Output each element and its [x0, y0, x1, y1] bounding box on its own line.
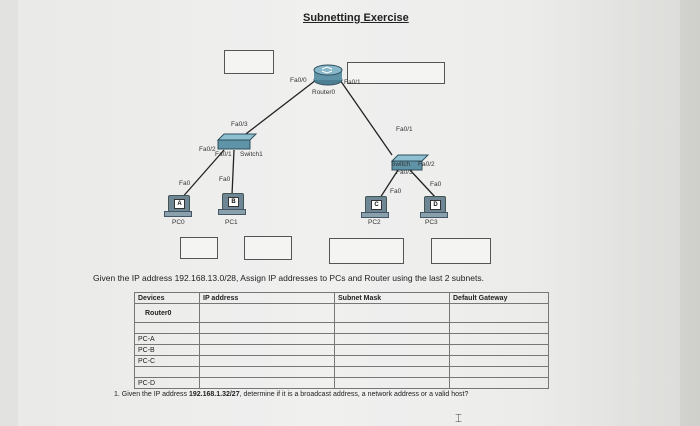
pc2-letter: C	[371, 200, 382, 210]
pc2-base	[361, 212, 389, 218]
table-header-subnet-mask: Subnet Mask	[334, 292, 450, 304]
table-cell[interactable]	[449, 322, 549, 334]
switch2-port-b-label: Fa0/3	[396, 169, 413, 176]
table-cell	[134, 322, 200, 334]
switch-right-icon[interactable]	[390, 154, 430, 171]
link-router-switch2	[339, 79, 393, 156]
pc0-base	[164, 211, 192, 217]
question-text: Given the IP address 192.168.13.0/28, As…	[93, 273, 484, 283]
table-cell[interactable]	[449, 377, 549, 389]
table-cell[interactable]	[449, 366, 549, 378]
table-cell[interactable]	[449, 355, 549, 367]
pc0-port-label: Fa0	[179, 180, 191, 187]
switch1-port-a-label: Fa0/2	[199, 146, 216, 153]
answer-box-pc1[interactable]	[244, 236, 292, 260]
answer-box-pc3[interactable]	[431, 238, 491, 264]
router-name-label: Router0	[312, 89, 336, 96]
table-header-row: Devices IP address Subnet Mask Default G…	[134, 292, 549, 304]
pc3-port-label: Fa0	[430, 181, 442, 188]
router-port-left-label: Fa0/0	[290, 77, 307, 84]
table-cell[interactable]	[449, 344, 549, 356]
table-row: PC-A	[134, 333, 549, 345]
table-cell[interactable]	[199, 333, 335, 345]
ip-address-table: Devices IP address Subnet Mask Default G…	[134, 292, 549, 389]
switch2-port-up-label: Fa0/1	[396, 126, 413, 133]
answer-box-router-right[interactable]	[347, 62, 445, 84]
table-row: PC-B	[134, 344, 549, 356]
pc3-base	[420, 212, 448, 218]
table-cell	[134, 366, 200, 378]
router-icon[interactable]	[313, 64, 343, 86]
page-title: Subnetting Exercise	[303, 12, 409, 24]
table-cell: PC-A	[134, 333, 200, 345]
table-cell[interactable]	[334, 366, 450, 378]
table-cell: PC-C	[134, 355, 200, 367]
link-switch2-pc3	[409, 169, 437, 199]
switch1-name-label: Switch1	[240, 151, 263, 158]
text-cursor-icon: ⌶	[455, 411, 463, 425]
switch1-port-b-label: Fa0/1	[215, 151, 232, 158]
answer-box-pc2[interactable]	[329, 238, 404, 264]
link-switch2-pc2	[379, 169, 399, 199]
table-cell[interactable]	[449, 333, 549, 345]
table-cell[interactable]	[449, 303, 549, 323]
pc1-computer-icon[interactable]: B	[222, 193, 244, 210]
question-1-number: 1.	[114, 391, 120, 398]
table-row: PC-C	[134, 355, 549, 367]
pc1-port-label: Fa0	[219, 176, 231, 183]
pc1-letter: B	[228, 197, 239, 207]
table-row: Router0	[134, 303, 549, 323]
table-cell[interactable]	[199, 366, 335, 378]
table-header-devices: Devices	[134, 292, 200, 304]
answer-box-router-left[interactable]	[224, 50, 274, 74]
table-cell[interactable]	[334, 322, 450, 334]
table-cell[interactable]	[334, 303, 450, 323]
table-cell[interactable]	[334, 344, 450, 356]
table-cell[interactable]	[334, 355, 450, 367]
table-cell: PC-D	[134, 377, 200, 389]
pc0-letter: A	[174, 199, 185, 209]
pc3-name-label: PC3	[425, 219, 438, 226]
table-cell[interactable]	[199, 322, 335, 334]
question-1-address: 192.168.1.32/27	[188, 391, 240, 398]
table-header-ip-address: IP address	[199, 292, 335, 304]
table-cell[interactable]	[199, 303, 335, 323]
link-switch1-pc1	[231, 149, 235, 196]
pc1-base	[218, 209, 246, 215]
table-cell[interactable]	[199, 377, 335, 389]
answer-box-pc0[interactable]	[180, 237, 218, 259]
table-row	[134, 322, 549, 334]
table-row	[134, 366, 549, 378]
link-switch1-pc0	[179, 149, 225, 201]
pc2-computer-icon[interactable]: C	[365, 196, 387, 213]
router-port-right-label: Fa0/1	[344, 79, 361, 86]
pc0-name-label: PC0	[172, 219, 185, 226]
network-diagram: Fa0/0 Fa0/1 Router0 Fa0/3 Fa0/2 Fa0/1 Sw…	[172, 64, 442, 226]
table-cell[interactable]	[334, 333, 450, 345]
pc3-letter: D	[430, 200, 441, 210]
question-1-prefix: Given the IP address	[121, 391, 189, 398]
question-1: 1. Given the IP address 192.168.1.32/27,…	[114, 389, 554, 400]
table-cell[interactable]	[199, 355, 335, 367]
switch1-port-up-label: Fa0/3	[231, 121, 248, 128]
pc3-computer-icon[interactable]: D	[424, 196, 446, 213]
pc2-name-label: PC2	[368, 219, 381, 226]
switch2-port-a-label: Fa0/2	[418, 161, 435, 168]
table-cell: Router0	[134, 303, 200, 323]
link-router-switch1	[237, 79, 317, 141]
pc0-computer-icon[interactable]: A	[168, 195, 190, 212]
pc1-name-label: PC1	[225, 219, 238, 226]
switch2-name-label: Switch	[391, 161, 411, 168]
question-1-suffix: , determine if it is a broadcast address…	[239, 391, 469, 398]
table-cell: PC-B	[134, 344, 200, 356]
table-header-default-gateway: Default Gateway	[449, 292, 549, 304]
switch-left-icon[interactable]	[216, 133, 258, 150]
table-cell[interactable]	[199, 344, 335, 356]
pc2-port-label: Fa0	[390, 188, 402, 195]
table-cell[interactable]	[334, 377, 450, 389]
table-row: PC-D	[134, 377, 549, 389]
